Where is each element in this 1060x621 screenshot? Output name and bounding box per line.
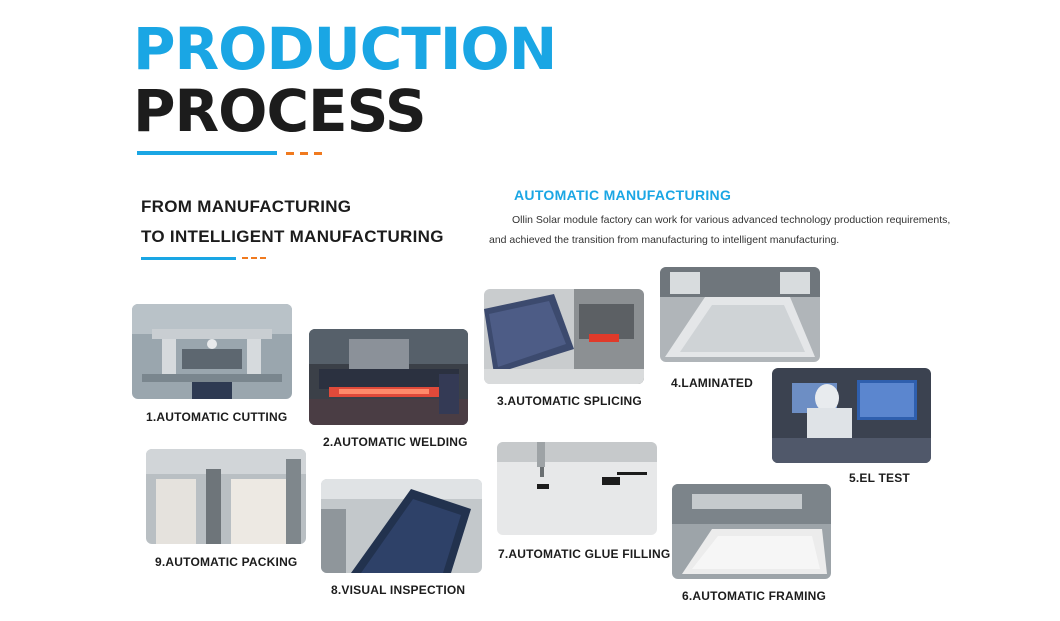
photo-automatic-cutting <box>132 304 292 399</box>
title-dash <box>314 152 322 155</box>
step-label: 1.AUTOMATIC CUTTING <box>146 410 288 424</box>
automatic-title: AUTOMATIC MANUFACTURING <box>514 187 732 203</box>
step-label: 3.AUTOMATIC SPLICING <box>497 394 642 408</box>
intro-dash <box>260 257 266 259</box>
step-label: 2.AUTOMATIC WELDING <box>323 435 468 449</box>
intro-dash <box>251 257 257 259</box>
photo-laminated <box>660 267 820 362</box>
step-label: 6.AUTOMATIC FRAMING <box>682 589 827 603</box>
intro-heading-line1: FROM MANUFACTURING <box>141 197 352 216</box>
photo-automatic-glue-filling <box>497 442 657 535</box>
title-underline <box>137 151 277 155</box>
photo-visual-inspection <box>321 479 482 573</box>
photo-automatic-framing <box>672 484 831 579</box>
step-label: 9.AUTOMATIC PACKING <box>155 555 298 569</box>
title-dash <box>286 152 294 155</box>
page-title-line2: PROCESS <box>133 77 427 145</box>
title-dash <box>300 152 308 155</box>
photo-el-test <box>772 368 931 463</box>
photo-automatic-splicing <box>484 289 644 384</box>
intro-heading-line2: TO INTELLIGENT MANUFACTURING <box>141 227 444 246</box>
intro-underline <box>141 257 236 260</box>
photo-automatic-welding <box>309 329 468 425</box>
step-label: 4.LAMINATED <box>671 376 753 390</box>
page-title-line1: PRODUCTION <box>133 15 557 83</box>
automatic-desc-line1: Ollin Solar module factory can work for … <box>512 214 951 226</box>
photo-automatic-packing <box>146 449 306 544</box>
step-label: 8.VISUAL INSPECTION <box>331 583 466 597</box>
automatic-desc-line2: and achieved the transition from manufac… <box>489 234 840 246</box>
step-label: 5.EL TEST <box>849 471 910 485</box>
step-label: 7.AUTOMATIC GLUE FILLING <box>498 547 671 561</box>
intro-dash <box>242 257 248 259</box>
